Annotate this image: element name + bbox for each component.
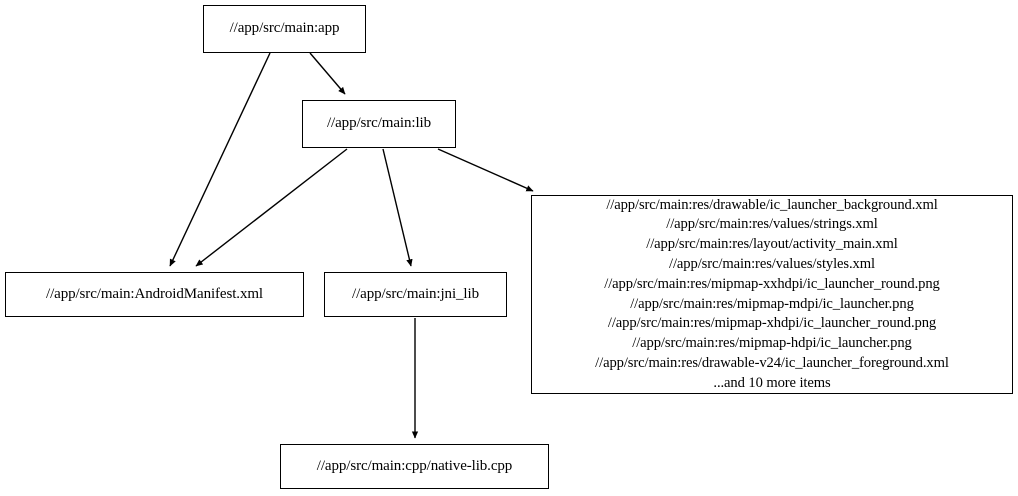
edge-lib-to-manifest: [195, 148, 348, 267]
node-native-lib-cpp[interactable]: //app/src/main:cpp/native-lib.cpp: [280, 444, 549, 489]
edge-app-to-lib: [309, 52, 346, 95]
node-res-group-label: //app/src/main:res/drawable/ic_launcher_…: [595, 196, 949, 391]
edge-lib-to-jni-lib: [382, 148, 413, 267]
node-android-manifest[interactable]: //app/src/main:AndroidManifest.xml: [5, 272, 304, 317]
node-lib-label: //app/src/main:lib: [326, 115, 431, 132]
node-res-group[interactable]: //app/src/main:res/drawable/ic_launcher_…: [531, 195, 1013, 394]
node-jni-lib[interactable]: //app/src/main:jni_lib: [324, 272, 507, 317]
node-app-label: //app/src/main:app: [229, 20, 340, 37]
edge-lib-to-res-group: [437, 148, 534, 192]
node-lib[interactable]: //app/src/main:lib: [302, 100, 456, 148]
node-native-lib-cpp-label: //app/src/main:cpp/native-lib.cpp: [316, 457, 513, 474]
edge-app-to-manifest: [169, 52, 271, 267]
node-jni-lib-label: //app/src/main:jni_lib: [352, 285, 479, 302]
node-android-manifest-label: //app/src/main:AndroidManifest.xml: [46, 285, 263, 302]
node-app[interactable]: //app/src/main:app: [203, 5, 366, 53]
